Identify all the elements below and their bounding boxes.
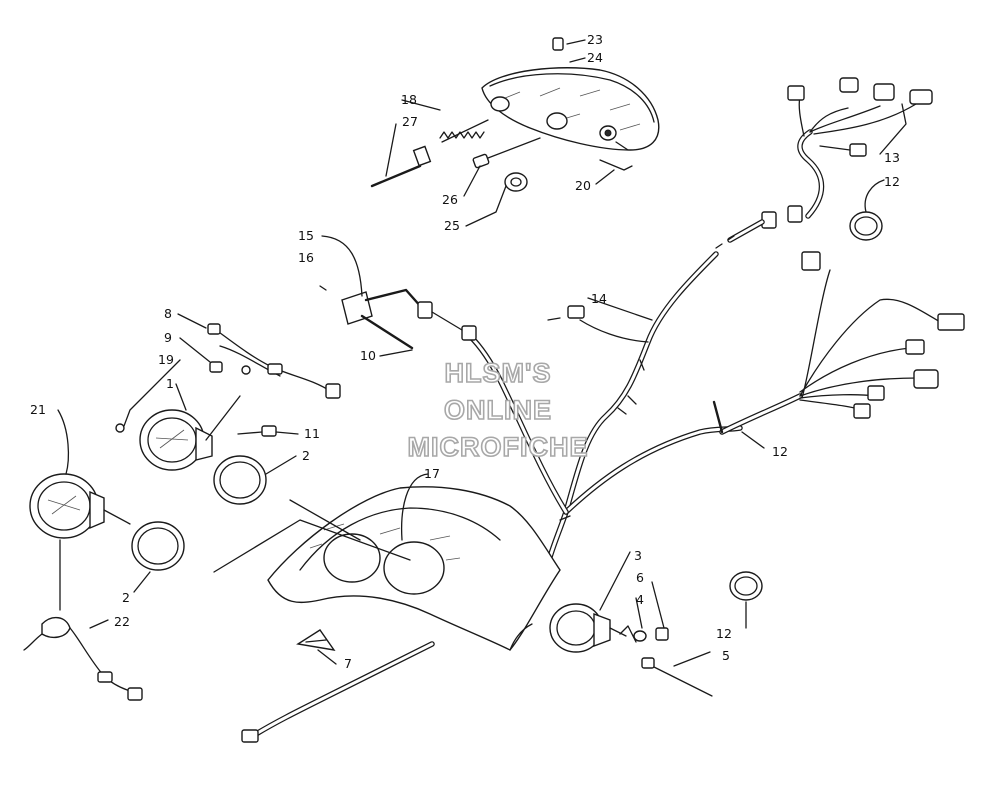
callout-21: 21 — [30, 402, 46, 417]
boot-grommet — [504, 172, 528, 192]
callout-16: 16 — [298, 250, 314, 265]
watermark-line-3: MICROFICHE — [408, 432, 589, 462]
callout-5: 5 — [722, 648, 730, 663]
callout-labels: 23 24 18 27 26 25 20 13 12 15 16 10 14 8… — [30, 32, 900, 671]
callout-25: 25 — [444, 218, 460, 233]
bezel-ring-lower — [131, 521, 185, 571]
gauge-harness-left — [207, 323, 341, 399]
mounting-bracket — [319, 285, 477, 350]
adjuster-spring — [439, 119, 489, 143]
callout-14: 14 — [591, 291, 607, 306]
headlight-wire-lead — [599, 159, 633, 171]
callout-7: 7 — [344, 656, 352, 671]
sensor-lead — [641, 657, 713, 697]
harness-right-lower — [712, 251, 965, 435]
callout-6: 6 — [636, 570, 644, 585]
bezel-ring-upper — [213, 455, 267, 505]
harness-13 — [715, 77, 933, 249]
callout-26: 26 — [442, 192, 458, 207]
callout-27: 27 — [402, 114, 418, 129]
tachometer-gauge — [29, 473, 131, 539]
callout-17: 17 — [424, 466, 440, 481]
dash-panel — [267, 486, 561, 651]
callout-24: 24 — [587, 50, 603, 65]
tie-strap-12-top — [849, 211, 883, 241]
nut — [655, 627, 669, 641]
callout-12-bottom: 12 — [716, 626, 732, 641]
speedometer-gauge — [115, 395, 277, 471]
callout-18: 18 — [401, 92, 417, 107]
bulb-socket — [472, 137, 541, 169]
callout-19: 19 — [158, 352, 174, 367]
callout-4: 4 — [636, 592, 644, 607]
tie-strap-12-bottom — [729, 571, 763, 601]
watermark: HLSM'S ONLINE MICROFICHE — [407, 357, 589, 463]
callout-12-mid: 12 — [772, 444, 788, 459]
fuel-gauge — [549, 603, 627, 653]
main-harness — [467, 251, 743, 567]
callout-2-upper: 2 — [302, 448, 310, 463]
callout-23: 23 — [587, 32, 603, 47]
watermark-line-1: HLSM'S — [445, 358, 552, 388]
callout-8: 8 — [164, 306, 172, 321]
washer — [633, 630, 647, 642]
gauge-light-harness — [23, 539, 143, 701]
callout-12-top: 12 — [884, 174, 900, 189]
callout-10: 10 — [360, 348, 376, 363]
watermark-line-2: ONLINE — [444, 395, 552, 425]
callout-9: 9 — [164, 330, 172, 345]
callout-1: 1 — [166, 376, 174, 391]
callout-3: 3 — [634, 548, 642, 563]
headlight-clip — [552, 37, 564, 51]
callout-11: 11 — [304, 426, 320, 441]
leader-lines — [57, 39, 907, 667]
dash-lower-harness — [241, 641, 435, 743]
callout-2-lower: 2 — [122, 590, 130, 605]
dash-emblem — [296, 629, 336, 651]
headlight-assembly — [481, 67, 660, 151]
callout-13: 13 — [884, 150, 900, 165]
adjuster-screw — [370, 145, 432, 188]
callout-20: 20 — [575, 178, 591, 193]
callout-15: 15 — [298, 228, 314, 243]
callout-22: 22 — [114, 614, 130, 629]
